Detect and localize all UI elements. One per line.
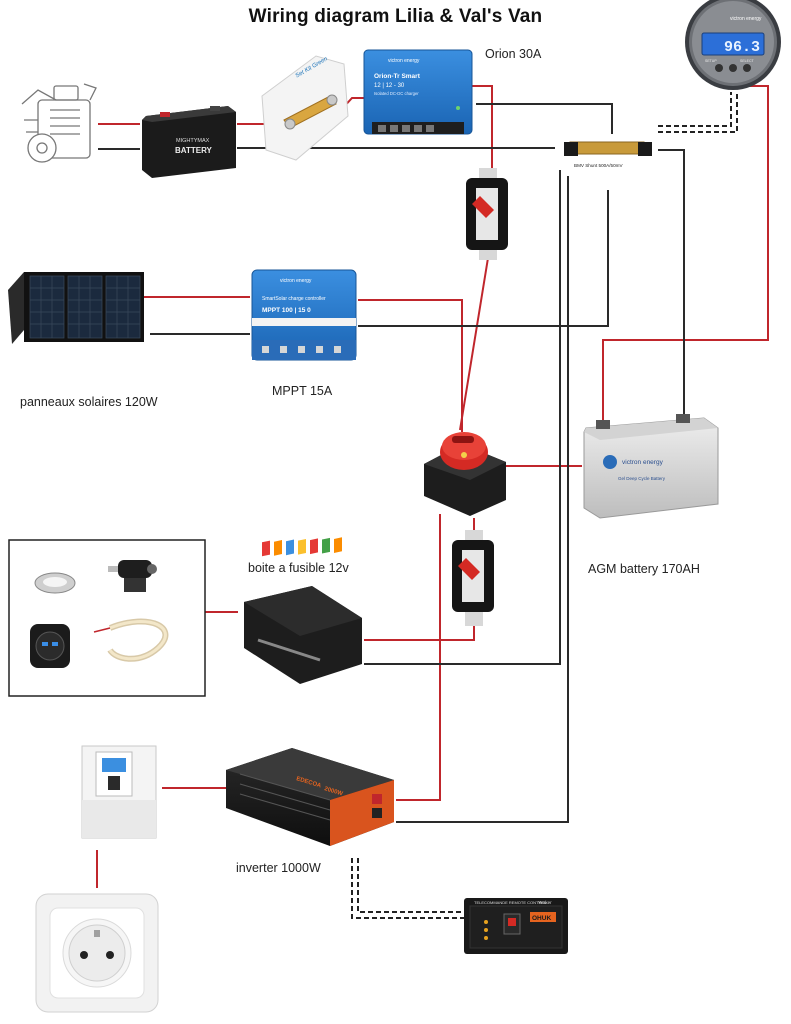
wire-pos-orion-fuse: [470, 85, 493, 168]
orion-charger: victron energy Orion-Tr Smart 12 | 12 - …: [363, 49, 473, 135]
wire-neg-shunt-inverter: [396, 176, 569, 823]
fuse-holder: Set Kit Green: [261, 55, 349, 161]
downlight-icon: [34, 572, 76, 594]
mppt-name: SmartSolar charge controller: [262, 296, 326, 302]
label-solar: panneaux solaires 120W: [20, 395, 158, 409]
agm-sub: Gel Deep Cycle Battery: [618, 476, 666, 481]
shunt-label: BMV Shunt 500A/50mV: [574, 163, 623, 168]
data-cables: [351, 92, 738, 919]
label-orion: Orion 30A: [485, 47, 542, 61]
wire-neg-shunt-agm: [656, 149, 685, 420]
orion-name: Orion-Tr Smart: [374, 73, 421, 80]
label-inverter: inverter 1000W: [236, 861, 321, 875]
mppt-brand: victron energy: [280, 278, 312, 284]
orion-model: 12 | 12 - 30: [374, 83, 405, 89]
monitor-setup: SETUP: [705, 59, 717, 63]
diagram-title: Wiring diagram Lilia & Val's Van: [248, 6, 543, 27]
inline-fuse-1: [466, 168, 508, 260]
circuit-breaker: [81, 745, 157, 839]
cable-shunt-monitor: [658, 92, 732, 127]
water-pump-icon: [108, 560, 157, 592]
agm-battery: victron energy Gel Deep Cycle Battery: [583, 414, 719, 519]
loads-box: [8, 539, 206, 697]
starter-battery-type: BATTERY: [175, 146, 213, 155]
cable-inverter-remote: [351, 858, 466, 919]
orion-brand: victron energy: [388, 58, 420, 64]
label-fusebox: boite a fusible 12v: [248, 561, 349, 575]
fuse-box: [240, 537, 364, 690]
battery-switch: [424, 432, 506, 516]
monitor-display: 96.3: [724, 39, 760, 56]
wire-neg-mppt-shunt: [150, 190, 609, 335]
monitor-brand: victron energy: [730, 16, 762, 22]
label-agm: AGM battery 170AH: [588, 562, 700, 576]
mppt-model: MPPT 100 | 15 0: [262, 307, 311, 314]
inline-fuse-2: [452, 530, 494, 626]
remote-brand: Yesker: [538, 900, 552, 905]
wire-pos-mppt-switch: [358, 299, 463, 432]
wire-pos-fuse-switch: [459, 257, 489, 431]
cable-shunt-monitor-2: [658, 92, 738, 133]
engine-icon: [21, 83, 97, 163]
agm-brand: victron energy: [622, 459, 664, 466]
wire-neg-shunt-fusebox: [364, 170, 561, 665]
usb-socket-icon: [30, 624, 70, 668]
starter-battery-brand: MIGHTYMAX: [176, 138, 210, 144]
label-mppt: MPPT 15A: [272, 384, 333, 398]
remote-title: TELECOMMANDE REMOTE CONTROL: [474, 900, 547, 905]
inverter-power: 2000W: [323, 786, 343, 797]
remote-display: OHUK: [532, 915, 551, 922]
led-strip-icon: [93, 618, 169, 662]
wire-pos-monitor-agm: [602, 85, 769, 420]
monitor-select: SELECT: [740, 59, 754, 63]
cable-inverter-remote-2: [357, 858, 466, 913]
shunt: BMV Shunt 500A/50mV: [558, 134, 658, 168]
wall-outlet: [35, 893, 159, 1013]
wire-neg-orion-shunt: [476, 103, 613, 134]
remote-control: TELECOMMANDE REMOTE CONTROL Yesker OHUK: [464, 898, 568, 954]
solar-panels: [8, 272, 144, 344]
battery-monitor: 96.3 victron energy SETUP SELECT: [685, 0, 781, 90]
orion-sub: Isolated DC-DC charger: [374, 91, 419, 96]
inverter: EDECOA 2000W: [226, 748, 394, 846]
mppt-controller: victron energy SmartSolar charge control…: [251, 269, 357, 361]
starter-battery: MIGHTYMAX BATTERY: [142, 106, 236, 178]
wire-pos-fuse2-fusebox: [364, 626, 475, 641]
wire-pos-switch-inverter: [396, 514, 441, 801]
